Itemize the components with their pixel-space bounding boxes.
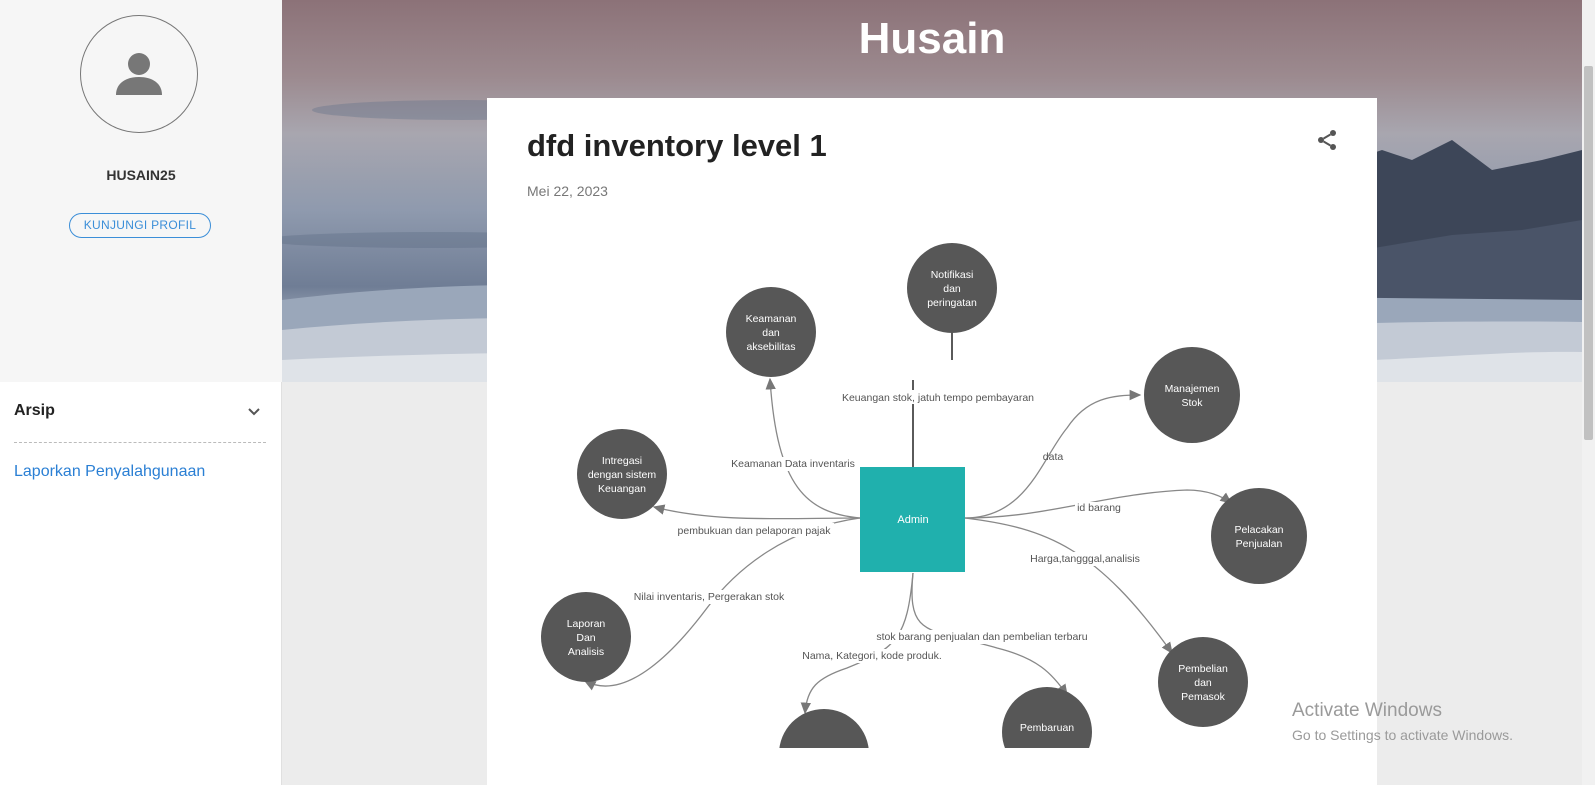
flow-label: data [1043,451,1064,463]
flow-label: Harga,tangggal,analisis [1030,553,1140,565]
node-label: Pembaruan [1020,722,1074,734]
node-label: Intregasi [602,455,642,467]
profile-name: HUSAIN25 [106,167,176,183]
flow-label: pembukuan dan pelaporan pajak [678,525,832,537]
activate-windows-title: Activate Windows [1292,700,1442,721]
flow-label: Keamanan Data inventaris [731,458,855,470]
divider [14,442,266,443]
flow-label: Nilai inventaris, Pergerakan stok [634,591,785,603]
post-date[interactable]: Mei 22, 2023 [527,183,608,199]
node-label: Notifikasi [931,269,974,281]
node-label: Keuangan [598,483,646,495]
flow-label: stok barang penjualan dan pembelian terb… [876,631,1087,643]
report-abuse-link[interactable]: Laporkan Penyalahgunaan [14,463,206,480]
post-card: dfd inventory level 1 Mei 22, 2023 [487,98,1377,785]
node-label: Pembelian [1178,663,1228,675]
node-label: Pemasok [1181,691,1226,703]
node-pelacakan [1211,488,1307,584]
activate-windows-subtitle: Go to Settings to activate Windows. [1292,727,1513,743]
blog-title[interactable]: Husain [858,14,1006,63]
node-label: peringatan [927,297,977,309]
node-label: dan [1194,677,1212,689]
admin-label: Admin [897,514,928,526]
avatar[interactable] [80,15,198,133]
archive-title[interactable]: Arsip [14,402,55,419]
archive-panel [0,382,282,785]
scrollbar-thumb[interactable] [1584,66,1593,440]
node-label: Manajemen [1165,383,1220,395]
flow-label: id barang [1077,502,1121,514]
post-title[interactable]: dfd inventory level 1 [527,128,827,163]
node-integrasi [577,429,667,519]
node-label: Keamanan [746,313,797,325]
node-label: dan [762,327,780,339]
node-manajemen-stok [1144,347,1240,443]
node-keamanan [726,287,816,377]
profile-panel: HUSAIN25 KUNJUNGI PROFIL [0,0,282,382]
flow-label: Nama, Kategori, kode produk. [802,650,942,662]
flow-label: Keuangan stok, jatuh tempo pembayaran [842,392,1034,404]
node-produk [779,709,869,748]
node-pembaruan [1002,687,1092,748]
node-label: aksebilitas [746,341,795,353]
node-label: Stok [1181,397,1203,409]
node-label: Dan [576,632,595,644]
node-laporan [541,592,631,682]
node-label: Analisis [568,646,604,658]
dfd-diagram: Admin Notifikasi dan peringatan Keamanan… [541,243,1307,748]
node-label: dengan sistem [588,469,657,481]
admin-process [860,467,965,572]
person-icon [116,53,162,95]
node-pembelian [1158,637,1248,727]
node-label: Laporan [567,618,606,630]
node-label: dan [943,283,961,295]
share-icon[interactable] [1315,128,1339,152]
node-label: Pelacakan [1234,524,1283,536]
chevron-down-icon[interactable] [246,404,262,420]
visit-profile-button[interactable]: KUNJUNGI PROFIL [69,213,211,238]
node-label: Penjualan [1236,538,1283,550]
node-notifikasi [907,243,997,333]
